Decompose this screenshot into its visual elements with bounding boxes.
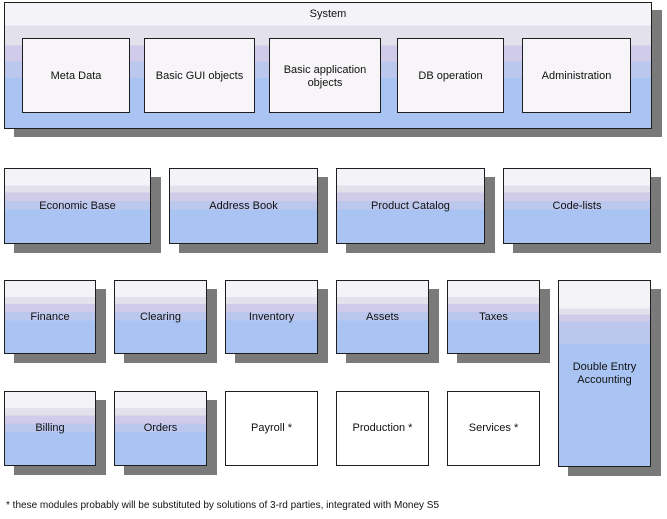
administration-box: Administration bbox=[522, 38, 631, 113]
inventory-label: Inventory bbox=[248, 311, 295, 323]
billing-label: Billing bbox=[35, 422, 65, 434]
code-lists-box: Code-lists bbox=[503, 168, 651, 244]
economic-base-box: Economic Base bbox=[4, 168, 151, 244]
footnote: * these modules probably will be substit… bbox=[6, 500, 440, 511]
address-book-label: Address Book bbox=[209, 200, 278, 212]
payroll-label: Payroll * bbox=[251, 422, 292, 434]
db-operation-box: DB operation bbox=[397, 38, 504, 113]
product-catalog-box: Product Catalog bbox=[336, 168, 485, 244]
meta-data-label: Meta Data bbox=[50, 70, 102, 82]
double-entry-accounting-box: Double Entry Accounting bbox=[558, 280, 651, 467]
finance-box: Finance bbox=[4, 280, 96, 354]
double-entry-accounting-label: Double Entry Accounting bbox=[572, 361, 637, 386]
taxes-label: Taxes bbox=[479, 311, 508, 323]
orders-label: Orders bbox=[143, 422, 178, 434]
services-box: Services * bbox=[447, 391, 540, 466]
basic-application-objects-box: Basic application objects bbox=[269, 38, 381, 113]
production-label: Production * bbox=[352, 422, 413, 434]
code-lists-label: Code-lists bbox=[552, 200, 602, 212]
finance-label: Finance bbox=[30, 311, 70, 323]
product-catalog-label: Product Catalog bbox=[371, 200, 450, 212]
administration-label: Administration bbox=[541, 70, 612, 82]
meta-data-box: Meta Data bbox=[22, 38, 130, 113]
assets-label: Assets bbox=[365, 311, 399, 323]
services-label: Services * bbox=[468, 422, 519, 434]
payroll-box: Payroll * bbox=[225, 391, 318, 466]
inventory-box: Inventory bbox=[225, 280, 318, 354]
taxes-box: Taxes bbox=[447, 280, 540, 354]
db-operation-label: DB operation bbox=[418, 70, 483, 82]
assets-box: Assets bbox=[336, 280, 429, 354]
orders-box: Orders bbox=[114, 391, 207, 466]
system-title: System bbox=[309, 8, 347, 20]
basic-application-objects-label: Basic application objects bbox=[283, 64, 367, 89]
basic-gui-objects-label: Basic GUI objects bbox=[155, 70, 244, 82]
economic-base-label: Economic Base bbox=[39, 200, 116, 212]
clearing-label: Clearing bbox=[140, 311, 181, 323]
billing-box: Billing bbox=[4, 391, 96, 466]
clearing-box: Clearing bbox=[114, 280, 207, 354]
basic-gui-objects-box: Basic GUI objects bbox=[144, 38, 255, 113]
address-book-box: Address Book bbox=[169, 168, 318, 244]
production-box: Production * bbox=[336, 391, 429, 466]
